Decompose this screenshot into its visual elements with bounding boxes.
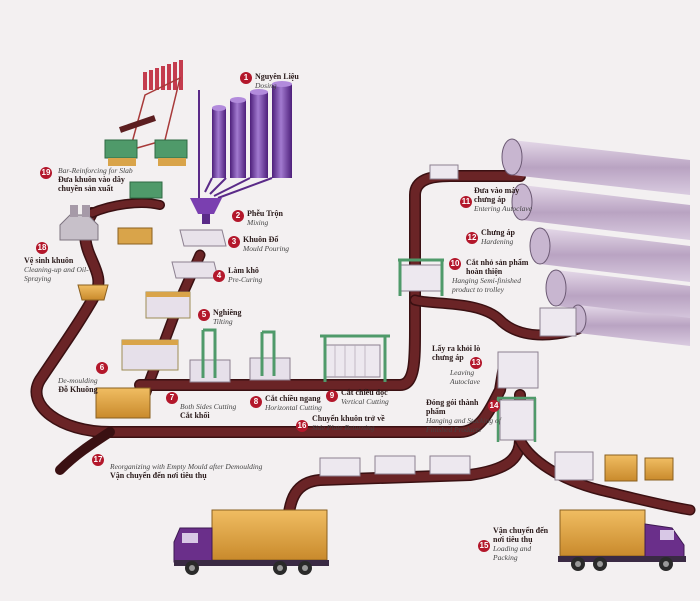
finished-stacks (319, 351, 674, 482)
truck-left (173, 509, 329, 575)
step-18-number: 18 (36, 242, 48, 254)
step-3-number: 3 (228, 236, 240, 248)
step-15-number: 15 (478, 540, 490, 552)
cleaning-station (59, 205, 153, 245)
mixer (190, 198, 222, 224)
autoclaves (501, 138, 690, 346)
step-5-number: 5 (198, 309, 210, 321)
bar-reinforcing-racks (104, 60, 188, 199)
step-17-number: 17 (92, 454, 104, 466)
semi-finished-stack (398, 164, 459, 296)
conveyor-track (30, 170, 696, 566)
step-10-number: 10 (449, 258, 461, 270)
step-17-label: Reorganizing with Empty Mould after Demo… (110, 462, 263, 480)
step-7-number: 7 (166, 392, 178, 404)
step-6-number: 6 (96, 362, 108, 374)
truck-right (558, 509, 686, 571)
step-9-number: 9 (326, 390, 338, 402)
step-4-number: 4 (213, 270, 225, 282)
step-12-number: 12 (466, 232, 478, 244)
step-11-number: 11 (460, 196, 472, 208)
dosing-silos (198, 81, 292, 200)
step-16-number: 16 (296, 420, 308, 432)
step-19-number: 19 (40, 167, 52, 179)
moulds-column (77, 229, 227, 419)
step-8-number: 8 (250, 396, 262, 408)
step-14-number: 14 (488, 400, 500, 412)
step-1-number: 1 (240, 72, 252, 84)
step-13-number: 13 (470, 357, 482, 369)
step-2-number: 2 (232, 210, 244, 222)
cutting-frames (189, 328, 390, 383)
